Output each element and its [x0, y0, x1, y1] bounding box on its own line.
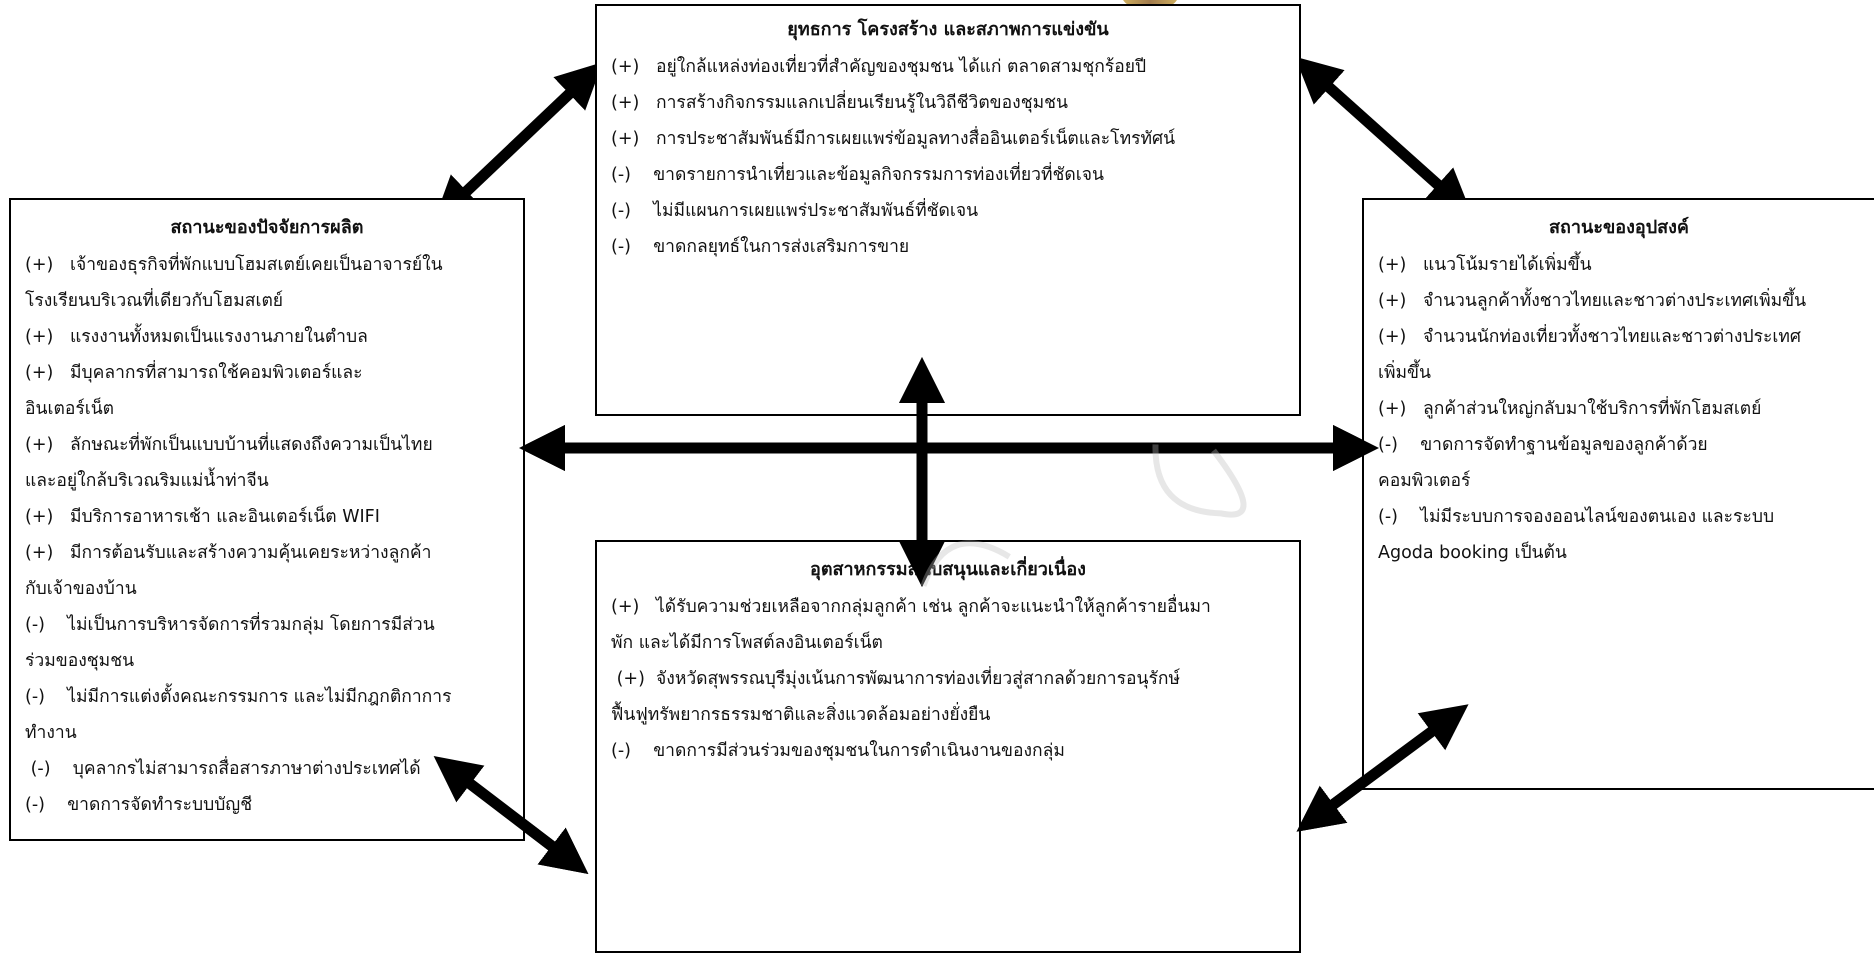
strategy-title: ยุทธการ โครงสร้าง และสภาพการแข่งขัน: [787, 19, 1109, 40]
factor-item: (-) ไม่มีการแต่งตั้งคณะกรรมการ และไม่มีก…: [25, 687, 452, 707]
factor-item: (-) บุคลากรไม่สามารถสื่อสารภาษาต่างประเท…: [25, 759, 421, 779]
factor-item: (-) ไม่เป็นการบริหารจัดการที่รวมกลุ่ม โด…: [25, 615, 435, 635]
demand-item: (+) จำนวนลูกค้าทั้งชาวไทยและชาวต่างประเท…: [1378, 291, 1807, 311]
related-item: (+) ได้รับความช่วยเหลือจากกลุ่มลูกค้า เช…: [611, 597, 1211, 617]
demand-item: (+) จำนวนนักท่องเที่ยวทั้งชาวไทยและชาวต่…: [1378, 327, 1801, 347]
related-title: อุตสาหกรรมสนับสนุนและเกี่ยวเนื่อง: [810, 559, 1086, 580]
arrow-demand-related-overlay: [1296, 704, 1469, 832]
factor-item: (+) มีบุคลากรที่สามารถใช้คอมพิวเตอร์และ: [25, 363, 363, 383]
demand-item: เพิ่มขึ้น: [1378, 363, 1431, 383]
related-box: อุตสาหกรรมสนับสนุนและเกี่ยวเนื่อง (+) ได…: [595, 540, 1301, 953]
factor-item: (+) มีการต้อนรับและสร้างความคุ้นเคยระหว่…: [25, 543, 432, 563]
strategy-item: (-) ไม่มีแผนการเผยแพร่ประชาสัมพันธ์ที่ชั…: [611, 201, 979, 221]
factor-item: กับเจ้าของบ้าน: [25, 579, 137, 599]
strategy-item: (+) การสร้างกิจกรรมแลกเปลี่ยนเรียนรู้ในว…: [611, 93, 1068, 113]
arrow-strategy-demand: [1294, 56, 1473, 216]
factor-item: และอยู่ใกล้บริเวณริมแม่น้ำท่าจีน: [25, 471, 269, 491]
demand-item: (-) ขาดการจัดทำฐานข้อมูลของลูกค้าด้วย: [1378, 435, 1708, 455]
factor-item: ร่วมของชุมชน: [25, 651, 135, 671]
strategy-item: (+) อยู่ใกล้แหล่งท่องเที่ยวที่สำคัญของชุ…: [611, 57, 1147, 77]
factor-item: โรงเรียนบริเวณที่เดียวกับโฮมสเตย์: [25, 291, 284, 311]
factor-item: (+) มีบริการอาหารเช้า และอินเตอร์เน็ต WI…: [25, 507, 380, 527]
demand-item: (+) ลูกค้าส่วนใหญ่กลับมาใช้บริการที่พักโ…: [1378, 399, 1762, 419]
related-item: พัก และได้มีการโพสต์ลงอินเตอร์เน็ต: [611, 633, 883, 653]
related-item: (+) จังหวัดสุพรรณบุรีมุ่งเน้นการพัฒนาการ…: [611, 669, 1181, 689]
factor-item: (+) แรงงานทั้งหมดเป็นแรงงานภายในตำบล: [25, 327, 368, 347]
factor-item: อินเตอร์เน็ต: [25, 399, 115, 419]
strategy-item: (+) การประชาสัมพันธ์มีการเผยแพร่ข้อมูลทา…: [611, 129, 1176, 149]
demand-item: (+) แนวโน้มรายได้เพิ่มขึ้น: [1378, 255, 1592, 275]
factor-item: (+) ลักษณะที่พักเป็นแบบบ้านที่แสดงถึงควา…: [25, 435, 433, 455]
demand-title: สถานะของอุปสงค์: [1549, 217, 1689, 238]
factor-title: สถานะของปัจจัยการผลิต: [170, 217, 364, 238]
factor-item: (+) เจ้าของธุรกิจที่พักแบบโฮมสเตย์เคยเป็…: [25, 255, 443, 275]
factor-item: ทำงาน: [25, 723, 77, 743]
demand-box: สถานะของอุปสงค์ (+) แนวโน้มรายได้เพิ่มขึ…: [1362, 198, 1874, 790]
factor-item: (-) ขาดการจัดทำระบบบัญชี: [25, 795, 253, 815]
related-item: (-) ขาดการมีส่วนร่วมของชุมชนในการดำเนินง…: [611, 741, 1065, 761]
arrow-factor-related-overlay: [433, 755, 589, 875]
strategy-item: (-) ขาดกลยุทธ์ในการส่งเสริมการขาย: [611, 237, 910, 257]
strategy-item: (-) ขาดรายการนำเที่ยวและข้อมูลกิจกรรมการ…: [611, 165, 1104, 185]
demand-item: คอมพิวเตอร์: [1378, 471, 1471, 491]
demand-item: Agoda booking เป็นต้น: [1378, 543, 1567, 563]
strategy-box: ยุทธการ โครงสร้าง และสภาพการแข่งขัน (+) …: [595, 4, 1301, 416]
related-item: ฟื้นฟูทรัพยากรธรรมชาติและสิ่งแวดล้อมอย่า…: [611, 705, 991, 725]
demand-item: (-) ไม่มีระบบการจองออนไลน์ของตนเอง และระ…: [1378, 507, 1775, 527]
factor-box: สถานะของปัจจัยการผลิต (+) เจ้าของธุรกิจท…: [9, 198, 525, 841]
arrow-strategy-factor: [433, 62, 603, 223]
